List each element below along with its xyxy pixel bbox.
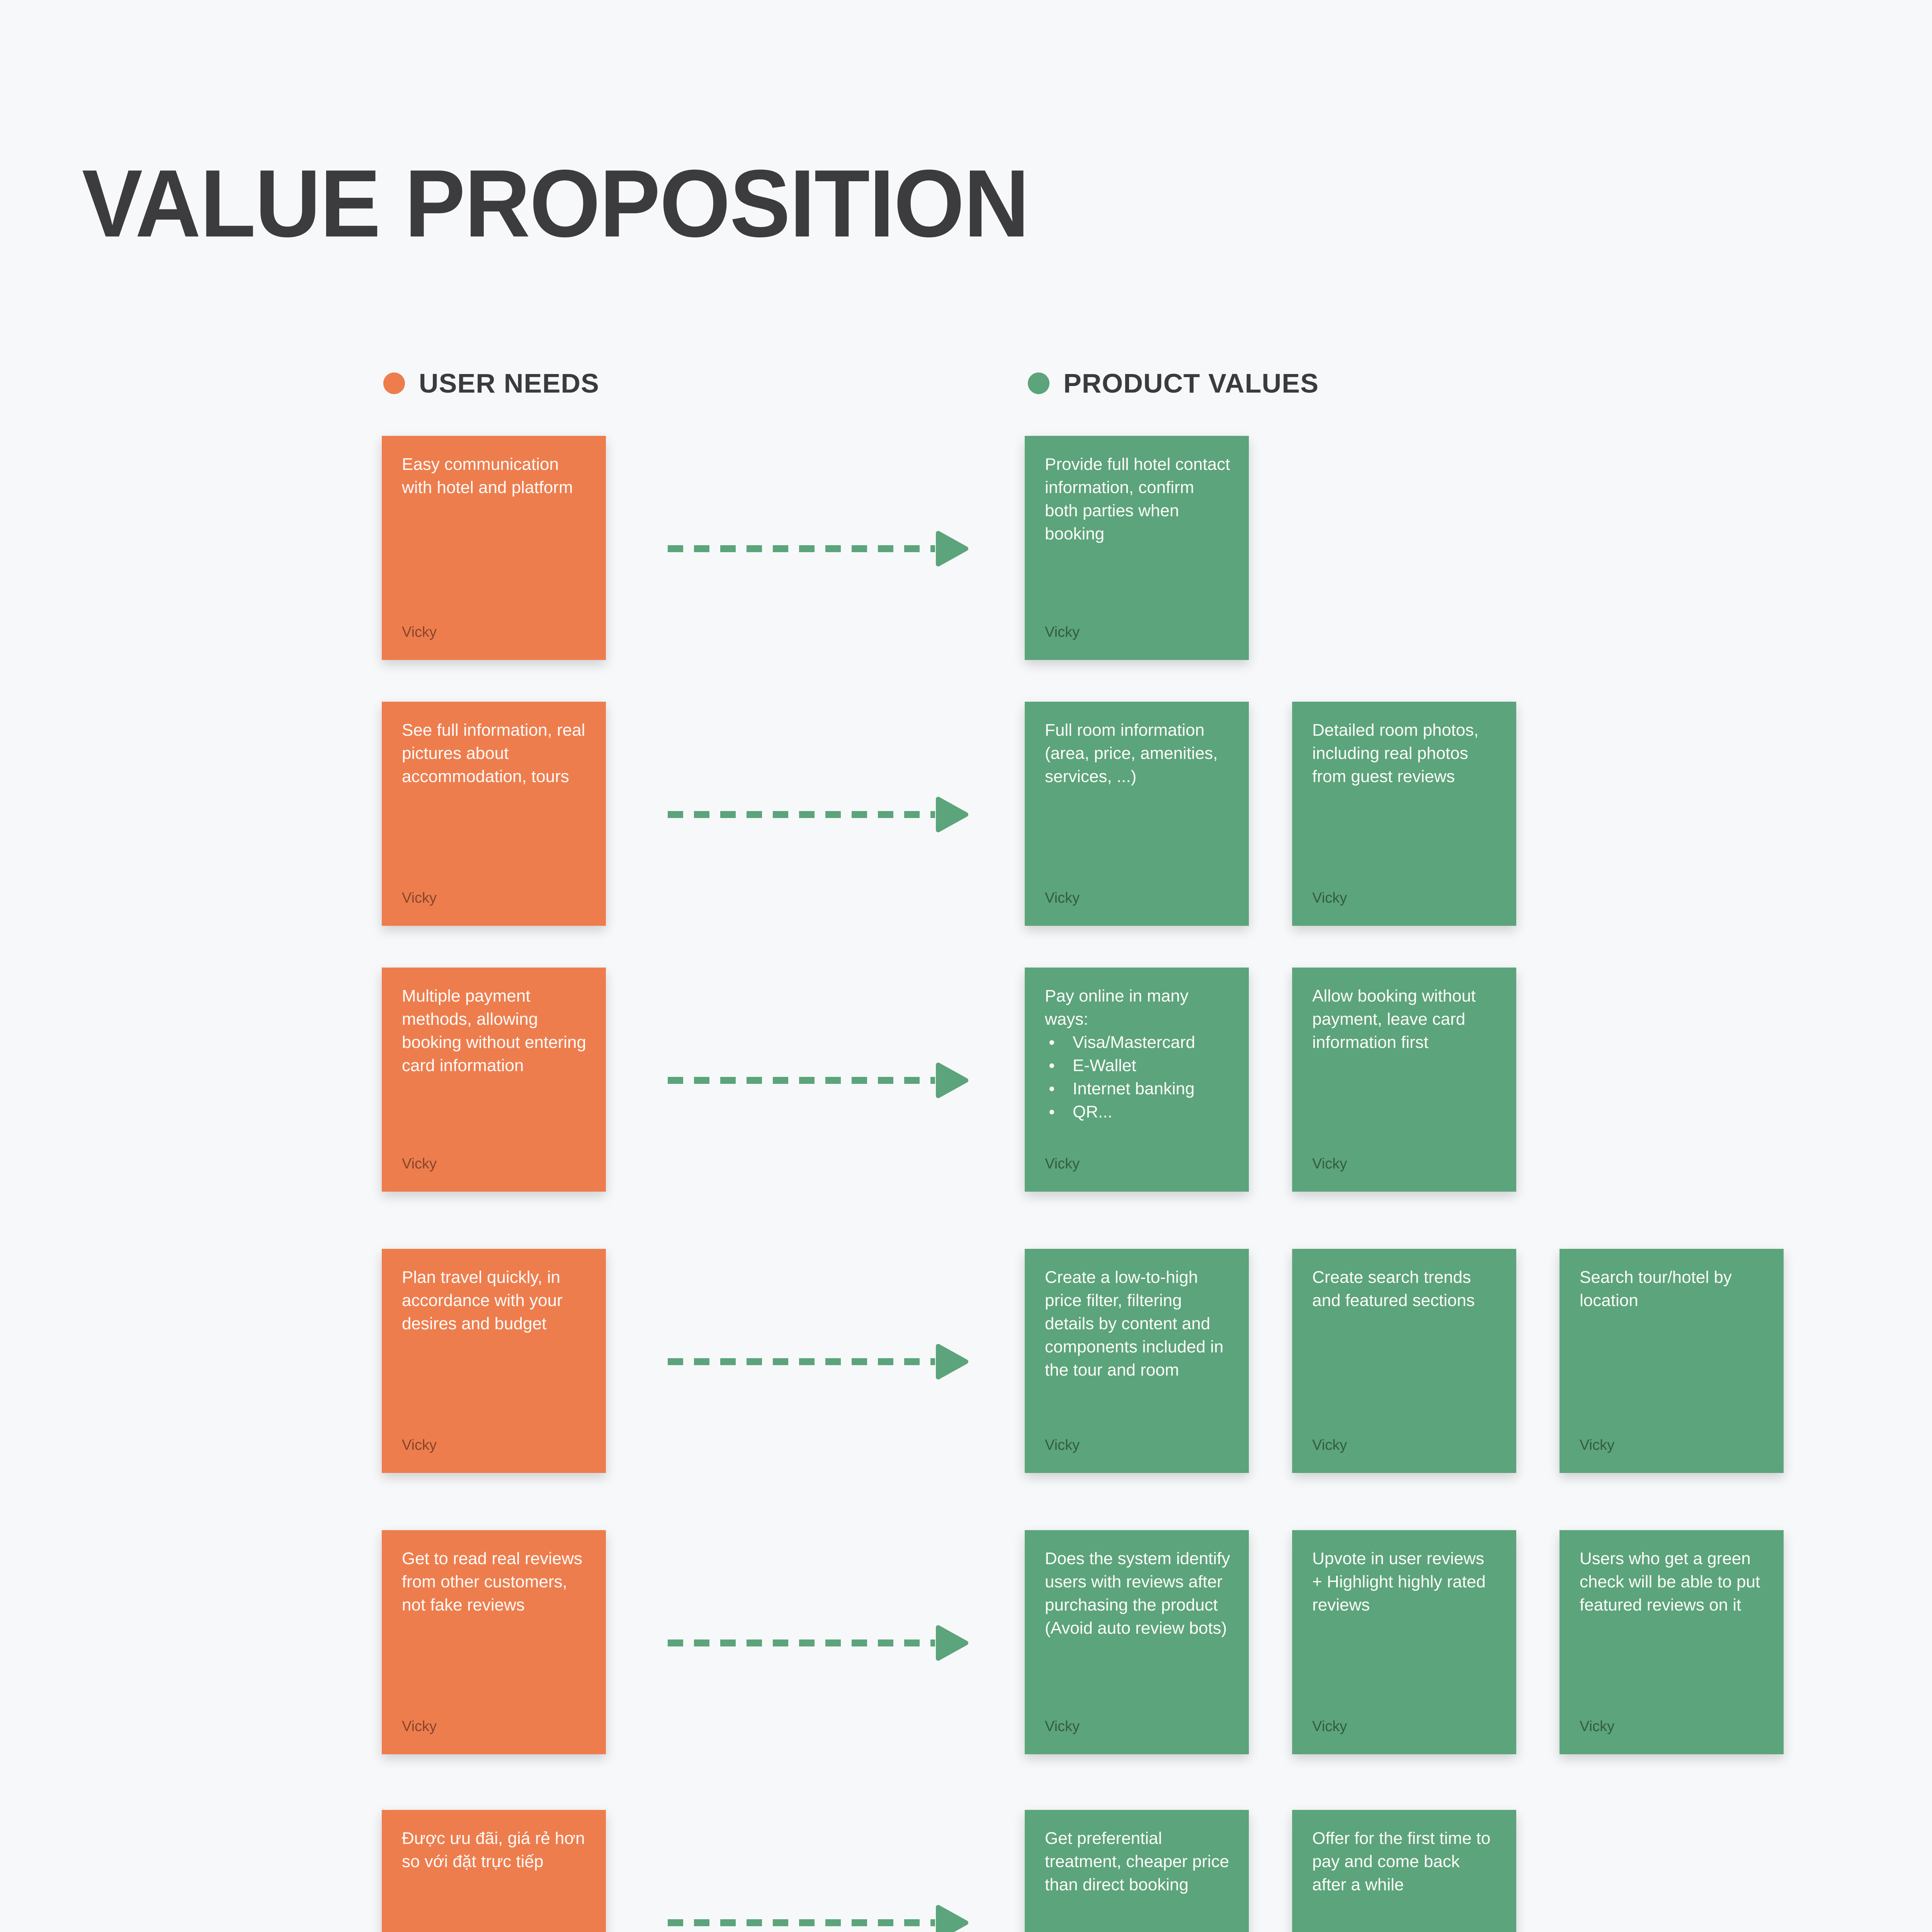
sticky-note-text: Offer for the first time to pay and come… bbox=[1312, 1828, 1498, 1898]
sticky-note-need[interactable]: Get to read real reviews from other cust… bbox=[382, 1530, 606, 1754]
sticky-note-line: Plan travel quickly, in accordance with … bbox=[402, 1269, 563, 1334]
sticky-note-text: Được ưu đãi, giá rẻ hơn so với đặt trực … bbox=[402, 1828, 587, 1875]
sticky-note-line: Offer for the first time to pay and come… bbox=[1312, 1830, 1491, 1895]
sticky-note-text: See full information, real pictures abou… bbox=[402, 720, 587, 790]
sticky-note-line: Create search trends and featured sectio… bbox=[1312, 1269, 1475, 1311]
sticky-note-value[interactable]: Full room information (area, price, amen… bbox=[1025, 702, 1249, 926]
sticky-note-bullet: E-Wallet bbox=[1070, 1056, 1230, 1079]
sticky-note-bullet: Visa/Mastercard bbox=[1070, 1032, 1230, 1056]
sticky-note-line: Easy communication with hotel and platfo… bbox=[402, 456, 573, 498]
sticky-note-value[interactable]: Users who get a green check will be able… bbox=[1560, 1530, 1784, 1754]
sticky-note-text: Create search trends and featured sectio… bbox=[1312, 1267, 1498, 1314]
sticky-note-line: Upvote in user reviews + Highlight highl… bbox=[1312, 1550, 1486, 1615]
sticky-note-text: Get preferential treatment, cheaper pric… bbox=[1045, 1828, 1230, 1898]
sticky-note-value[interactable]: Create a low-to-high price filter, filte… bbox=[1025, 1249, 1249, 1473]
sticky-note-value[interactable]: Provide full hotel contact information, … bbox=[1025, 436, 1249, 660]
sticky-note-need[interactable]: Plan travel quickly, in accordance with … bbox=[382, 1249, 606, 1473]
sticky-note-author: Vicky bbox=[1580, 1719, 1615, 1736]
sticky-note-value[interactable]: Upvote in user reviews + Highlight highl… bbox=[1292, 1530, 1516, 1754]
user-needs-header: USER NEEDS bbox=[383, 367, 600, 399]
sticky-note-line: See full information, real pictures abou… bbox=[402, 722, 585, 787]
sticky-note-need[interactable]: See full information, real pictures abou… bbox=[382, 702, 606, 926]
sticky-note-bullet: QR... bbox=[1070, 1102, 1230, 1125]
sticky-note-line: Detailed room photos, including real pho… bbox=[1312, 722, 1479, 787]
sticky-note-author: Vicky bbox=[402, 1719, 437, 1736]
sticky-note-line: Full room information (area, price, amen… bbox=[1045, 722, 1218, 787]
sticky-note-value[interactable]: Create search trends and featured sectio… bbox=[1292, 1249, 1516, 1473]
sticky-note-text: Upvote in user reviews + Highlight highl… bbox=[1312, 1549, 1498, 1618]
sticky-note-author: Vicky bbox=[1312, 1156, 1347, 1173]
sticky-note-line: Search tour/hotel by location bbox=[1580, 1269, 1732, 1311]
sticky-note-text: Provide full hotel contact information, … bbox=[1045, 454, 1230, 547]
sticky-note-line: Pay online in many ways: bbox=[1045, 988, 1189, 1029]
connector-arrow-icon[interactable] bbox=[663, 1056, 972, 1103]
connector-arrow-icon[interactable] bbox=[663, 1899, 972, 1932]
sticky-note-value[interactable]: Pay online in many ways:Visa/MastercardE… bbox=[1025, 968, 1249, 1192]
sticky-note-bullet: Internet banking bbox=[1070, 1079, 1230, 1102]
sticky-note-author: Vicky bbox=[402, 890, 437, 907]
sticky-note-line: Provide full hotel contact information, … bbox=[1045, 456, 1230, 544]
sticky-note-line: Allow booking without payment, leave car… bbox=[1312, 988, 1476, 1053]
sticky-note-line: Create a low-to-high price filter, filte… bbox=[1045, 1269, 1224, 1380]
sticky-note-author: Vicky bbox=[1045, 1156, 1080, 1173]
sticky-note-value[interactable]: Detailed room photos, including real pho… bbox=[1292, 702, 1516, 926]
sticky-note-line: Multiple payment methods, allowing booki… bbox=[402, 988, 586, 1076]
sticky-note-author: Vicky bbox=[1312, 1719, 1347, 1736]
sticky-note-need[interactable]: Multiple payment methods, allowing booki… bbox=[382, 968, 606, 1192]
page-title: VALUE PROPOSITION bbox=[82, 151, 1029, 258]
connector-arrow-icon[interactable] bbox=[663, 791, 972, 837]
sticky-note-text: Detailed room photos, including real pho… bbox=[1312, 720, 1498, 790]
sticky-note-value[interactable]: Allow booking without payment, leave car… bbox=[1292, 968, 1516, 1192]
sticky-note-author: Vicky bbox=[1045, 890, 1080, 907]
connector-arrow-icon[interactable] bbox=[663, 1338, 972, 1384]
sticky-note-line: Get to read real reviews from other cust… bbox=[402, 1550, 583, 1615]
sticky-note-value[interactable]: Get preferential treatment, cheaper pric… bbox=[1025, 1810, 1249, 1932]
sticky-note-text: Get to read real reviews from other cust… bbox=[402, 1549, 587, 1618]
sticky-note-value[interactable]: Offer for the first time to pay and come… bbox=[1292, 1810, 1516, 1932]
sticky-note-author: Vicky bbox=[1312, 890, 1347, 907]
connector-arrow-icon[interactable] bbox=[663, 1619, 972, 1665]
sticky-note-author: Vicky bbox=[402, 1156, 437, 1173]
sticky-note-author: Vicky bbox=[1312, 1437, 1347, 1454]
sticky-note-text: Does the system identify users with revi… bbox=[1045, 1549, 1230, 1641]
sticky-note-author: Vicky bbox=[1045, 1437, 1080, 1454]
user-needs-dot-icon bbox=[383, 372, 405, 394]
sticky-note-author: Vicky bbox=[1045, 624, 1080, 641]
sticky-note-author: Vicky bbox=[1580, 1437, 1615, 1454]
sticky-note-author: Vicky bbox=[1045, 1719, 1080, 1736]
sticky-note-bullet-list: Visa/MastercardE-WalletInternet bankingQ… bbox=[1045, 1032, 1230, 1125]
sticky-note-text: Allow booking without payment, leave car… bbox=[1312, 986, 1498, 1056]
product-values-label: PRODUCT VALUES bbox=[1063, 367, 1319, 398]
sticky-note-line: Get preferential treatment, cheaper pric… bbox=[1045, 1830, 1229, 1895]
sticky-note-value[interactable]: Search tour/hotel by location Vicky bbox=[1560, 1249, 1784, 1473]
sticky-note-line: Users who get a green check will be able… bbox=[1580, 1550, 1760, 1615]
sticky-note-text: Multiple payment methods, allowing booki… bbox=[402, 986, 587, 1079]
sticky-note-text: Full room information (area, price, amen… bbox=[1045, 720, 1230, 790]
sticky-note-line: Does the system identify users with revi… bbox=[1045, 1550, 1230, 1638]
user-needs-label: USER NEEDS bbox=[419, 367, 600, 398]
sticky-note-author: Vicky bbox=[402, 1437, 437, 1454]
product-values-dot-icon bbox=[1028, 372, 1049, 394]
sticky-note-text: Users who get a green check will be able… bbox=[1580, 1549, 1765, 1618]
sticky-note-need[interactable]: Được ưu đãi, giá rẻ hơn so với đặt trực … bbox=[382, 1810, 606, 1932]
sticky-note-value[interactable]: Does the system identify users with revi… bbox=[1025, 1530, 1249, 1754]
sticky-note-text: Easy communication with hotel and platfo… bbox=[402, 454, 587, 501]
sticky-note-author: Vicky bbox=[402, 624, 437, 641]
sticky-note-need[interactable]: Easy communication with hotel and platfo… bbox=[382, 436, 606, 660]
product-values-header: PRODUCT VALUES bbox=[1028, 367, 1319, 399]
sticky-note-text: Plan travel quickly, in accordance with … bbox=[402, 1267, 587, 1337]
sticky-note-text: Create a low-to-high price filter, filte… bbox=[1045, 1267, 1230, 1383]
sticky-note-line: Được ưu đãi, giá rẻ hơn so với đặt trực … bbox=[402, 1830, 585, 1872]
sticky-note-text: Search tour/hotel by location bbox=[1580, 1267, 1765, 1314]
connector-arrow-icon[interactable] bbox=[663, 525, 972, 571]
sticky-note-text: Pay online in many ways:Visa/MastercardE… bbox=[1045, 986, 1230, 1125]
